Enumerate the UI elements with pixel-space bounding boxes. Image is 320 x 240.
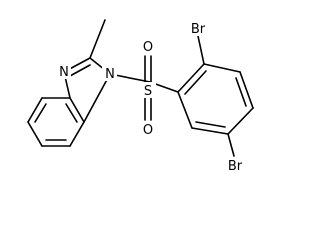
bond-c2-methyl xyxy=(89,19,106,59)
bond-c3a-c7a-inner xyxy=(65,103,78,123)
atom-labels: N N S O O Br Br xyxy=(56,20,246,174)
bond-c5-br xyxy=(227,133,235,157)
bond-c6-c6-inner xyxy=(34,103,47,123)
bond-n1-c3a xyxy=(83,73,111,123)
atom-s-label: S xyxy=(144,84,152,99)
bond-c4-c3a xyxy=(69,121,85,147)
bond-c3-c4-inner xyxy=(235,77,247,107)
atom-br-top-label: Br xyxy=(191,22,206,37)
structure-diagram: N N S O O Br Br xyxy=(27,19,254,174)
bond-c6-c1 xyxy=(177,91,193,129)
bond-c1-c2-inner xyxy=(184,70,207,95)
atom-br-bottom-label: Br xyxy=(228,159,243,174)
bond-c7-c6 xyxy=(27,97,43,123)
bond-c5-c6-inner xyxy=(195,121,226,128)
bond-c6-c5 xyxy=(27,121,43,147)
bond-c2-br xyxy=(197,35,205,65)
bond-c3a-c7a xyxy=(69,97,85,123)
atom-o-top-label: O xyxy=(143,40,153,55)
bond-c3-c4 xyxy=(239,71,254,109)
atom-n1-label: N xyxy=(105,67,115,82)
atom-o-bottom-label: O xyxy=(143,123,153,138)
bond-c2-c3 xyxy=(203,63,241,73)
bonds xyxy=(27,19,254,157)
bond-c1-c2 xyxy=(177,63,205,93)
bond-c4-c5 xyxy=(227,107,254,135)
bond-c5-c6 xyxy=(191,127,229,135)
atom-n3-label: N xyxy=(59,65,69,80)
bond-n3-c2-inner xyxy=(69,64,91,77)
